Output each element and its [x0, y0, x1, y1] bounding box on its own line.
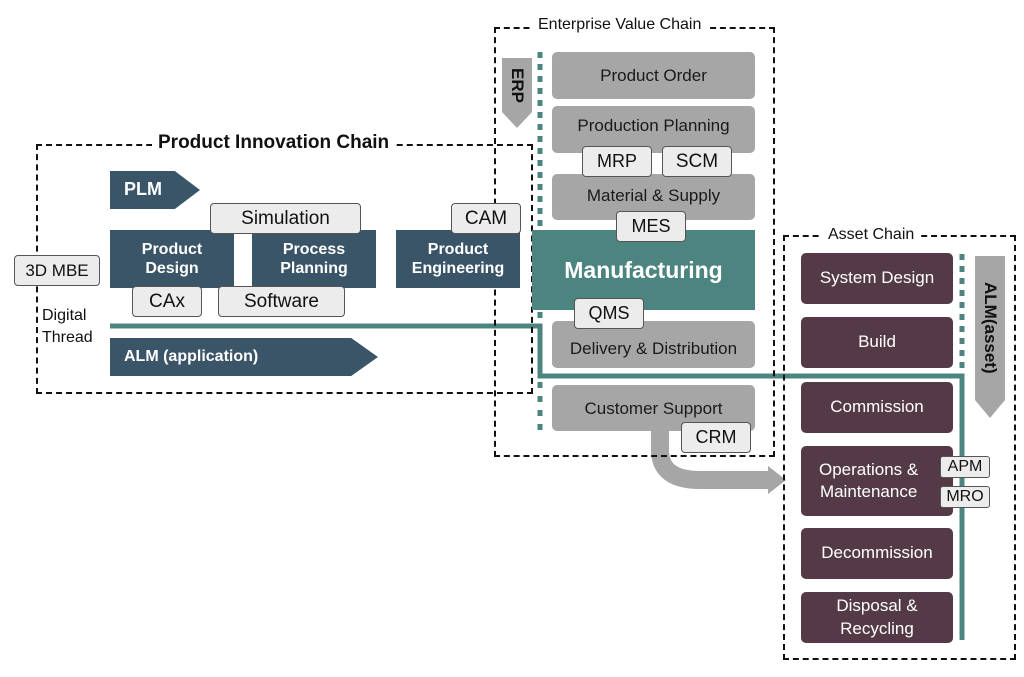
- mro-tag: MRO: [940, 486, 990, 508]
- manufacturing-step: Manufacturing: [532, 230, 755, 310]
- enterprise-value-chain-title: Enterprise Value Chain: [532, 16, 708, 34]
- cax-tag: CAx: [132, 286, 202, 317]
- plm-label: PLM: [124, 179, 162, 200]
- scm-tag: SCM: [662, 146, 732, 177]
- mbe-tag: 3D MBE: [14, 255, 100, 286]
- alm-application-label: ALM (application): [124, 348, 259, 366]
- crm-tag: CRM: [681, 422, 751, 453]
- mrp-tag: MRP: [582, 146, 652, 177]
- customer-support-step: Customer Support: [552, 385, 755, 431]
- qms-tag: QMS: [574, 298, 644, 329]
- alm-asset-label: ALM(asset): [981, 282, 1000, 374]
- process-planning-label: Process Planning: [280, 240, 348, 277]
- product-order-step: Product Order: [552, 52, 755, 99]
- product-design-box: Product Design: [110, 230, 234, 288]
- product-design-label: Product Design: [141, 240, 203, 277]
- apm-tag: APM: [940, 456, 990, 478]
- mes-tag: MES: [616, 211, 686, 242]
- build-step: Build: [801, 317, 953, 368]
- production-planning-step: Production Planning: [552, 106, 755, 153]
- cam-tag: CAM: [451, 203, 521, 234]
- alm-application-arrow: ALM (application): [110, 338, 378, 376]
- decommission-step: Decommission: [801, 528, 953, 579]
- operations-maintenance-step: Operations & Maintenance: [801, 446, 953, 516]
- asset-chain-title: Asset Chain: [822, 226, 921, 244]
- system-design-step: System Design: [801, 253, 953, 304]
- product-engineering-label: Product Engineering: [411, 240, 505, 277]
- manufacturing-label: Manufacturing: [564, 256, 723, 283]
- erp-label: ERP: [508, 67, 527, 103]
- product-innovation-chain-title: Product Innovation Chain: [152, 132, 396, 154]
- product-engineering-box: Product Engineering: [396, 230, 520, 288]
- disposal-recycling-step: Disposal & Recycling: [801, 592, 953, 643]
- process-planning-box: Process Planning: [252, 230, 376, 288]
- commission-step: Commission: [801, 382, 953, 433]
- digital-thread-label: Digital Thread: [42, 305, 95, 349]
- software-tag: Software: [218, 286, 345, 317]
- simulation-tag: Simulation: [210, 203, 361, 234]
